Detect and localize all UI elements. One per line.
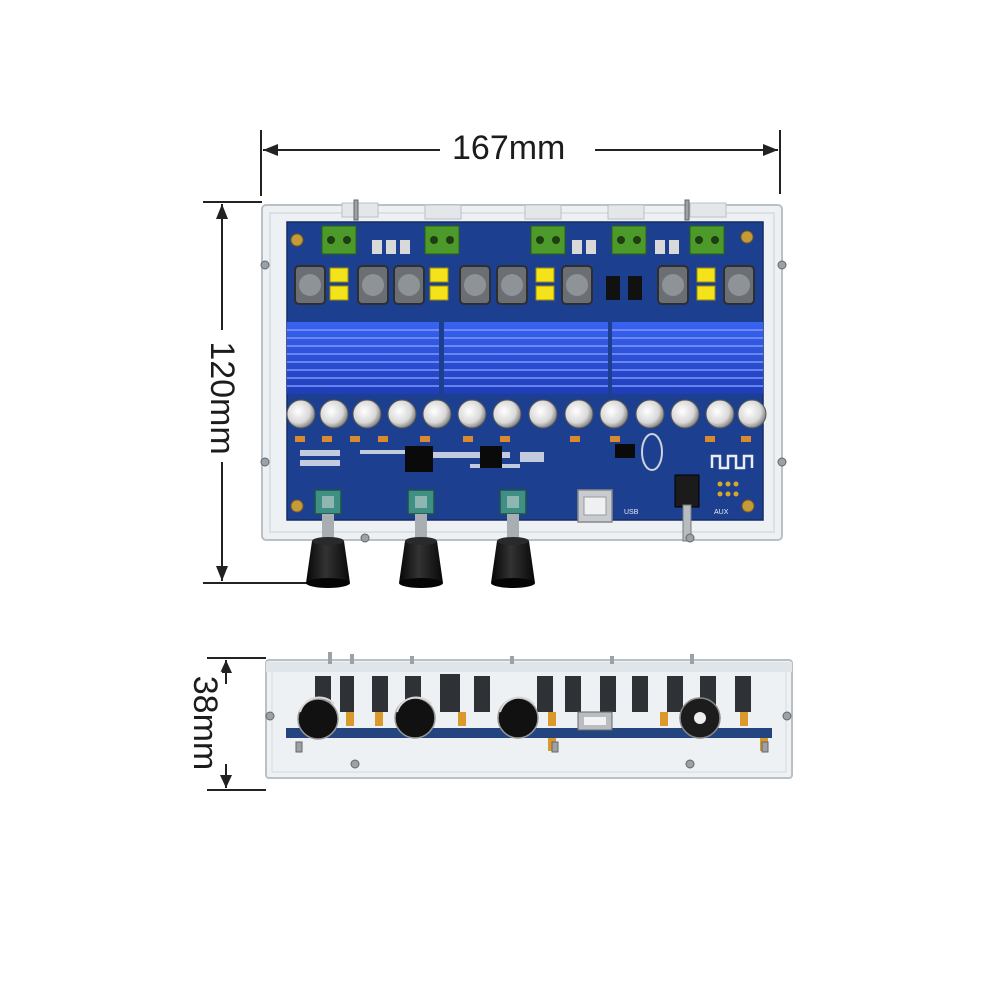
- electrolytic-capacitors: [286, 399, 767, 429]
- volume-knobs: [306, 537, 535, 588]
- aux-label: AUX: [714, 509, 729, 516]
- usb-label: USB: [624, 509, 639, 516]
- depth-dimension-label: 38mm: [186, 671, 224, 775]
- film-capacitors: [329, 267, 716, 301]
- heatsinks: [287, 322, 763, 394]
- board-top-view: USB AUX: [260, 199, 787, 588]
- inductors: [294, 265, 755, 305]
- width-dimension-label: 167mm: [446, 131, 572, 165]
- width-dimension: [260, 130, 781, 196]
- height-dimension: [203, 201, 308, 584]
- aux-jack: [674, 474, 700, 508]
- height-dimension-label: 120mm: [203, 335, 241, 461]
- board-side-view: [265, 652, 793, 779]
- depth-dimension: [207, 657, 266, 791]
